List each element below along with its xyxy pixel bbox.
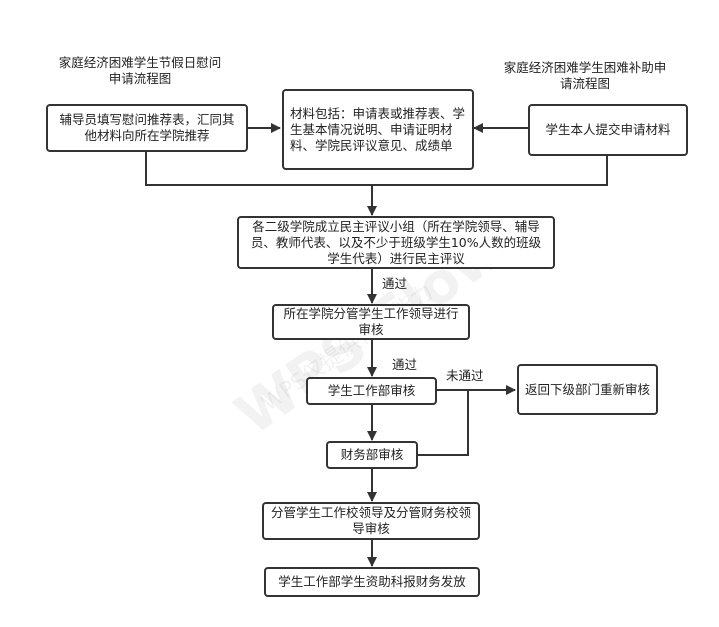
edge-label-pass-1: 通过 <box>382 276 408 291</box>
node-counselor[interactable]: 辅导员填写慰问推荐表，汇同其他材料向所在学院推荐 <box>46 104 248 152</box>
node-school-leaders[interactable]: 分管学生工作校领导及分管财务校领导审核 <box>262 502 480 540</box>
node-finance[interactable]: 财务部审核 <box>326 441 418 469</box>
title-right: 家庭经济困难学生困难补助申请流程图 <box>503 60 667 91</box>
node-student-affairs[interactable]: 学生工作部审核 <box>306 377 437 405</box>
node-payout[interactable]: 学生工作部学生资助科报财务发放 <box>264 567 480 597</box>
title-left: 家庭经济困难学生节假日慰问申请流程图 <box>58 55 222 86</box>
node-materials[interactable]: 材料包括：申请表或推荐表、学生基本情况说明、申请证明材料、学院民评议意见、成绩单 <box>282 89 474 170</box>
edge-label-pass-2: 通过 <box>392 357 418 372</box>
edge-label-fail: 未通过 <box>446 368 484 383</box>
node-committee[interactable]: 各二级学院成立民主评议小组（所在学院领导、辅导员、教师代表、以及不少于班级学生1… <box>237 216 555 269</box>
node-college-review[interactable]: 所在学院分管学生工作领导进行审核 <box>272 304 470 340</box>
node-student-submit[interactable]: 学生本人提交申请材料 <box>528 104 688 156</box>
node-return[interactable]: 返回下级部门重新审核 <box>517 364 658 415</box>
